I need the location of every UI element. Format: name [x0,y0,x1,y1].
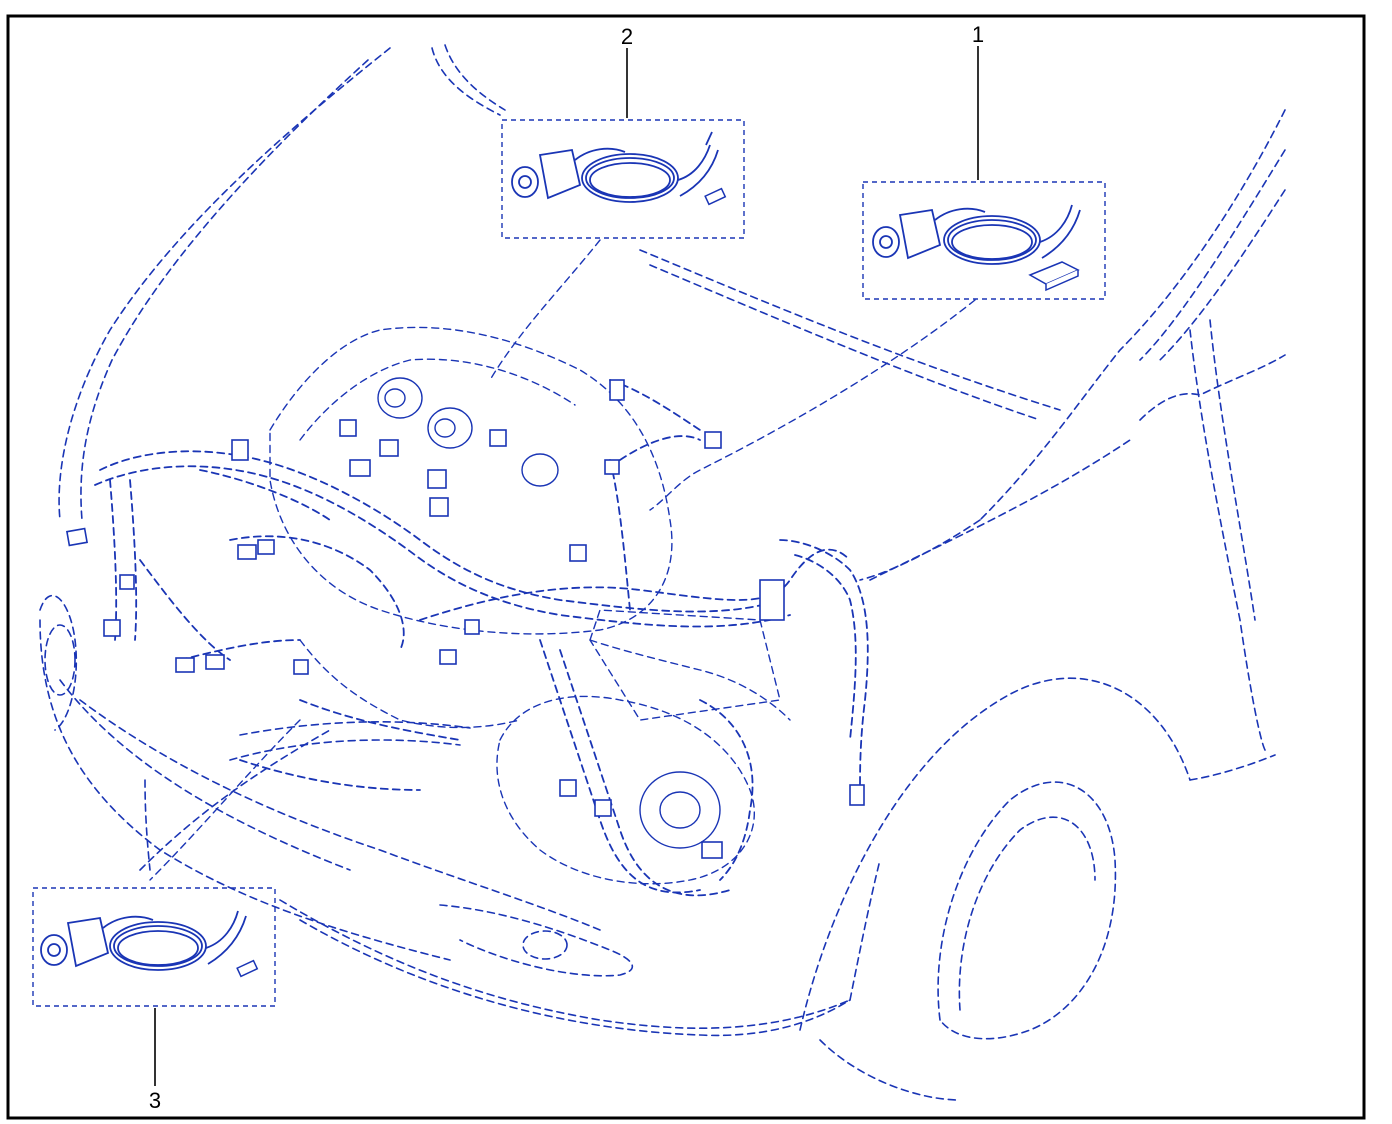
callout-3-label: 3 [149,1088,161,1113]
harness-connectors [65,379,865,859]
plug-connector-icon [511,148,582,200]
detail-box-3 [32,887,276,1007]
fuse-icon [236,959,259,978]
vehicle-body-outline [39,44,1286,1101]
plug-connector-icon [40,916,110,968]
leader-lines [149,239,976,881]
cable-coil-icon [934,204,1081,265]
callout-2-label: 2 [621,24,633,49]
fuse-icon [704,187,727,206]
callouts: 1 2 3 [149,22,984,1113]
detail-box-1 [862,181,1106,300]
diagram-frame [6,14,1366,1120]
cable-coil-icon [102,910,247,971]
detail-box-2 [501,119,745,239]
engine-bay [269,326,791,885]
wiring-harness [94,379,869,897]
callout-1-label: 1 [972,22,984,47]
relay-icon [1028,261,1080,292]
cable-coil-icon [574,131,719,203]
plug-connector-icon [872,208,942,260]
